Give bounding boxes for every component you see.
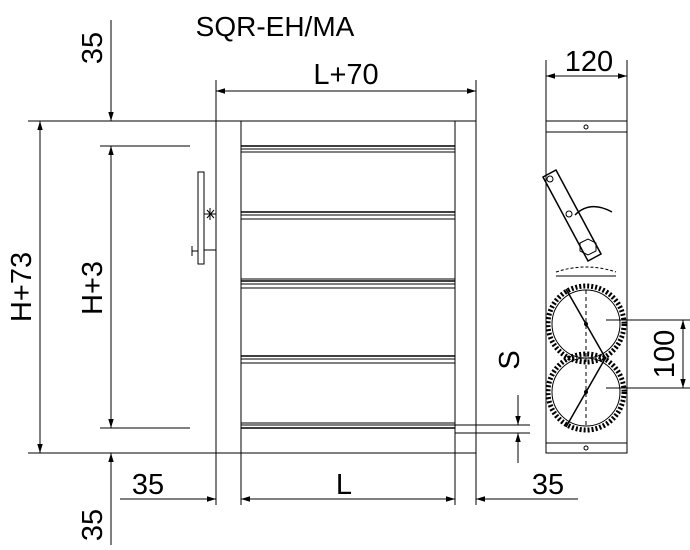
linkage-lever bbox=[541, 168, 613, 263]
dim-height-overall: H+73 bbox=[6, 252, 38, 322]
damper-blades bbox=[240, 151, 456, 424]
dim-flange-bottom: 35 bbox=[77, 509, 109, 541]
manual-lever bbox=[191, 171, 216, 265]
blade bbox=[240, 287, 456, 357]
dim-blade-pitch: 100 bbox=[649, 330, 681, 378]
drawing-title: SQR-EH/MA bbox=[196, 11, 355, 42]
side-view bbox=[541, 60, 690, 454]
dim-width-overall: L+70 bbox=[313, 59, 378, 91]
upper-blade-gear bbox=[545, 283, 627, 365]
lower-blade-gear bbox=[545, 351, 627, 433]
dim-height-inner: H+3 bbox=[77, 261, 109, 315]
blade bbox=[240, 151, 456, 213]
blade bbox=[240, 218, 456, 280]
dim-depth: 120 bbox=[565, 46, 613, 78]
dim-flange-right: 35 bbox=[532, 469, 564, 501]
dim-flange-top: 35 bbox=[77, 32, 109, 64]
side-frame bbox=[545, 120, 628, 454]
dim-blade-gap: S bbox=[494, 350, 526, 369]
dim-flange-left: 35 bbox=[132, 469, 164, 501]
blade bbox=[240, 362, 456, 424]
dim-width-inner: L bbox=[336, 469, 352, 501]
damper-frame bbox=[215, 120, 477, 454]
